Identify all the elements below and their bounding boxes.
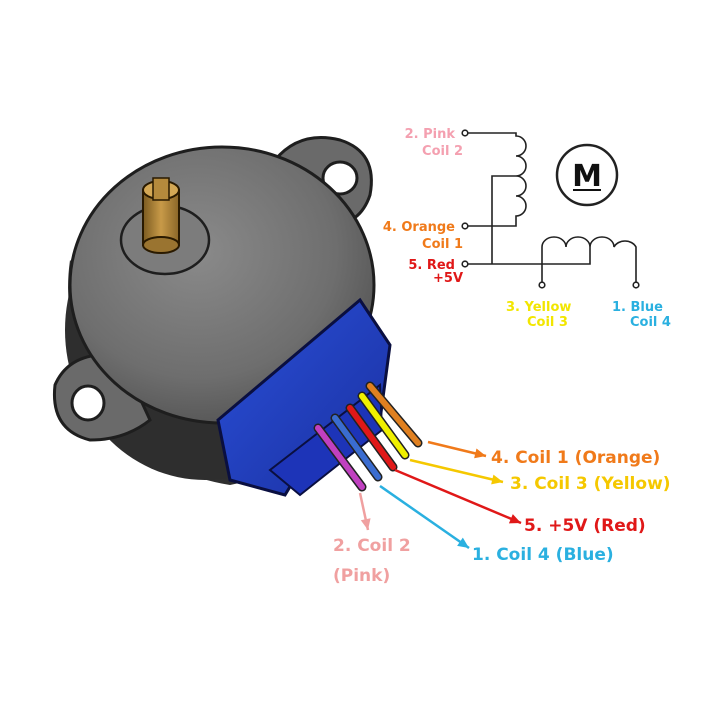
callout-blue: 1. Coil 4 (Blue): [472, 545, 614, 565]
pin-orange-sub: Coil 1: [422, 237, 463, 252]
arrow-yellow: [409, 458, 504, 484]
callout-red: 5. +5V (Red): [524, 516, 646, 536]
stepper-motor-icon: [52, 136, 392, 497]
arrow-red-head: [508, 514, 521, 524]
pin-red-name: 5. Red: [408, 258, 455, 273]
callout-orange: 4. Coil 1 (Orange): [491, 448, 660, 468]
callout-yellow: 3. Coil 3 (Yellow): [510, 474, 671, 494]
callout-pink-line1: 2. Coil 2: [333, 536, 411, 556]
wire-yellow: [359, 393, 408, 458]
center-tap-vertical: [491, 175, 516, 264]
shaft-base: [142, 236, 180, 254]
center-tap-horizontal: [545, 247, 591, 265]
terminal-orange: [461, 222, 469, 230]
motor-symbol-letter: M: [572, 159, 602, 194]
terminal-blue: [632, 281, 640, 289]
wire-pink: [315, 425, 365, 490]
pin-blue-sub: Coil 4: [630, 315, 671, 330]
callout-pink-line2: (Pink): [333, 566, 390, 586]
wire-red: [347, 405, 396, 470]
pin-pink-name: 2. Pink: [405, 127, 456, 142]
mount-hole-top: [321, 160, 359, 196]
wire-blue: [332, 415, 381, 480]
motor-symbol-icon: [555, 143, 619, 207]
pin-orange-name: 4. Orange: [383, 220, 455, 235]
terminal-yellow: [538, 281, 546, 289]
motor-wires: [313, 381, 423, 492]
pin-yellow-sub: Coil 3: [527, 315, 568, 330]
arrow-orange-head: [474, 448, 486, 459]
mount-hole-bottom: [70, 384, 106, 422]
coil-horizontal: [541, 236, 637, 282]
pin-red-sub: +5V: [433, 271, 463, 286]
pin-yellow-name: 3. Yellow: [506, 300, 571, 315]
arrow-yellow-head: [491, 474, 503, 485]
arrow-blue: [379, 484, 470, 550]
callout-arrows: [358, 440, 522, 550]
pin-pink-sub: Coil 2: [422, 144, 463, 159]
wire-orange: [367, 383, 421, 446]
pin-blue-name: 1. Blue: [612, 300, 663, 315]
shaft-flat: [152, 177, 170, 201]
arrow-pink-head: [360, 518, 371, 530]
schematic: [461, 129, 640, 289]
arrow-red: [394, 468, 522, 525]
terminal-red: [461, 260, 469, 268]
terminal-pink: [461, 129, 469, 137]
coil-vertical: [468, 132, 527, 227]
arrow-blue-head: [457, 537, 469, 548]
